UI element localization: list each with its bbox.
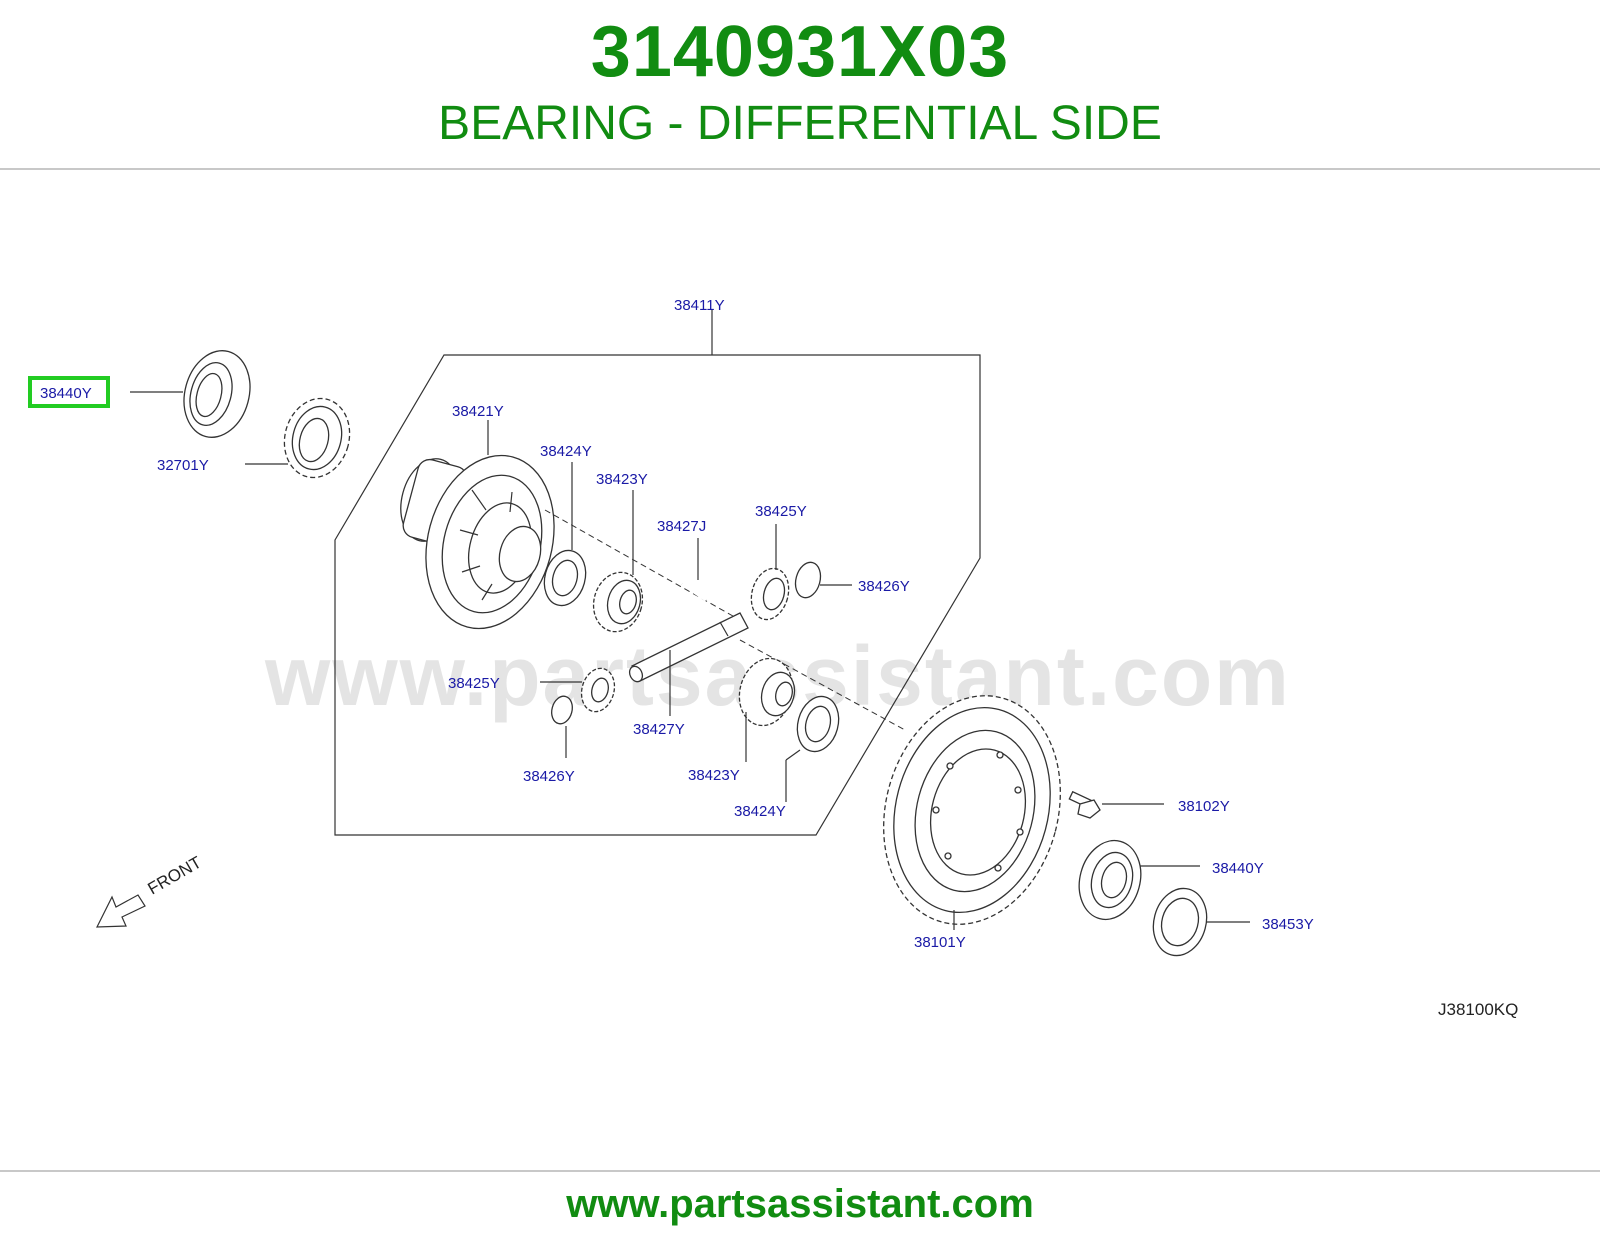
- drive-gear-part[interactable]: [276, 391, 359, 485]
- front-label: FRONT: [145, 853, 205, 899]
- callout-38424Y-bottom[interactable]: 38424Y: [734, 803, 786, 820]
- thrust-washer-top-part[interactable]: [538, 546, 591, 610]
- side-gear-top-part[interactable]: [587, 567, 649, 637]
- callout-38102Y[interactable]: 38102Y: [1178, 798, 1230, 815]
- footer-website-link[interactable]: www.partsassistant.com: [566, 1182, 1034, 1226]
- callout-32701Y[interactable]: 32701Y: [157, 457, 209, 474]
- callout-38425Y-left[interactable]: 38425Y: [448, 675, 500, 692]
- thrust-washer-bottom-part[interactable]: [791, 692, 844, 756]
- callout-highlight-38440Y[interactable]: [28, 376, 110, 408]
- final-drive-gear-part[interactable]: [859, 676, 1085, 945]
- adjusting-shim-part[interactable]: [1146, 882, 1214, 961]
- callout-38440Y-right[interactable]: 38440Y: [1212, 860, 1264, 877]
- callout-38101Y[interactable]: 38101Y: [914, 934, 966, 951]
- pinion-washer-bottom-part[interactable]: [549, 694, 576, 726]
- callout-38426Y-bottom[interactable]: 38426Y: [523, 768, 575, 785]
- page-header: 3140931X03 BEARING - DIFFERENTIAL SIDE: [0, 0, 1600, 168]
- callout-38423Y-top[interactable]: 38423Y: [596, 471, 648, 488]
- gear-bolt-part[interactable]: [1068, 790, 1101, 819]
- callout-38427J[interactable]: 38427J: [657, 518, 706, 535]
- pinion-washer-right-part[interactable]: [792, 560, 824, 601]
- callout-38423Y-bottom[interactable]: 38423Y: [688, 767, 740, 784]
- parts-diagram: www.partsassistant.com 38440Y 32701Y 384…: [28, 297, 1518, 1019]
- side-gear-bottom-part[interactable]: [732, 652, 800, 731]
- pinion-mate-right-part[interactable]: [746, 564, 794, 624]
- right-bearing-part[interactable]: [1071, 834, 1150, 927]
- differential-case-part[interactable]: [392, 441, 573, 643]
- pinion-shaft-part[interactable]: [627, 612, 749, 684]
- callout-38424Y-top[interactable]: 38424Y: [540, 443, 592, 460]
- footer-divider: [0, 1170, 1600, 1172]
- assembly-boundary: [334, 354, 981, 836]
- left-bearing-part[interactable]: [175, 343, 260, 445]
- callout-38427Y[interactable]: 38427Y: [633, 721, 685, 738]
- diagram-code: J38100KQ: [1438, 1000, 1518, 1019]
- callout-38411Y[interactable]: 38411Y: [674, 297, 725, 314]
- callout-38425Y-right[interactable]: 38425Y: [755, 503, 807, 520]
- callout-38426Y-right[interactable]: 38426Y: [858, 578, 910, 595]
- callout-38440Y-left[interactable]: 38440Y: [40, 385, 92, 402]
- part-name-subtitle: BEARING - DIFFERENTIAL SIDE: [438, 97, 1162, 150]
- part-number-title: 3140931X03: [590, 12, 1010, 92]
- callout-38421Y[interactable]: 38421Y: [452, 403, 504, 420]
- callout-38453Y[interactable]: 38453Y: [1262, 916, 1314, 933]
- header-divider: [0, 168, 1600, 170]
- pinion-mate-left-part[interactable]: [577, 665, 619, 716]
- lock-pin-part[interactable]: [681, 582, 707, 602]
- front-direction-arrow: [96, 894, 146, 928]
